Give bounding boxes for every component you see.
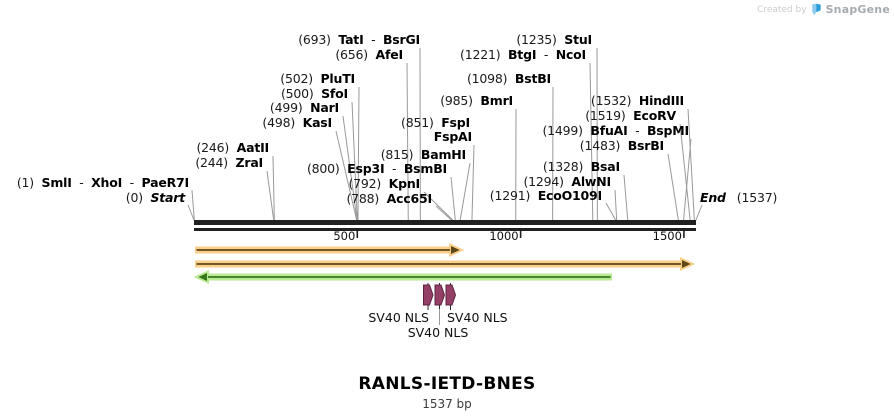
sv40-nls-feature xyxy=(445,284,457,306)
ruler-tick-label: 1000 xyxy=(489,229,519,243)
leader-line xyxy=(683,138,692,221)
start-label: (0) Start xyxy=(125,190,185,205)
leader-line xyxy=(435,205,452,221)
map-length: 1537 bp xyxy=(422,397,472,411)
primer-arrow-forward-1-head xyxy=(449,242,465,258)
leader-line xyxy=(605,202,617,221)
enzyme-label-kasi: (498) KasI xyxy=(262,115,332,130)
leader-line xyxy=(266,170,275,221)
enzyme-label-fspai: FspAI xyxy=(433,129,472,144)
enzyme-label-nari: (499) NarI xyxy=(269,100,339,115)
enzyme-label-bmri: (985) BmrI xyxy=(440,93,513,108)
enzyme-label-bstbi: (1098) BstBI xyxy=(466,71,551,86)
enzyme-label-smli: (1) SmlI - XhoI - PaeR7I xyxy=(16,175,189,190)
leader-line xyxy=(357,86,360,221)
enzyme-label-esp3i: (800) Esp3I - BsmBI xyxy=(306,161,447,176)
enzyme-label-bfuai: (1499) BfuAI - BspMI xyxy=(542,123,689,138)
enzyme-label-hindiii: (1532) HindIII xyxy=(590,93,684,108)
sv40-nls-label: SV40 NLS xyxy=(447,310,508,325)
leader-line xyxy=(187,204,195,221)
leader-line xyxy=(351,101,358,221)
leader-line xyxy=(667,153,679,221)
leader-line xyxy=(695,204,703,221)
enzyme-label-afei: (656) AfeI xyxy=(335,47,403,62)
ruler-line-bottom xyxy=(194,228,696,231)
leader-line xyxy=(342,115,358,221)
snapgene-logo-icon xyxy=(811,3,821,16)
leader-line xyxy=(614,189,618,221)
ruler-tick-label: 1500 xyxy=(652,229,682,243)
leader-line xyxy=(335,130,358,221)
sv40-nls-label: SV40 NLS xyxy=(407,325,469,340)
primer-arrow-reverse-1-head xyxy=(193,269,209,285)
enzyme-label-ecoo109i: (1291) EcoO109I xyxy=(489,188,602,203)
watermark-brand: SnapGene xyxy=(825,3,890,16)
enzyme-label-btgi: (1221) BtgI - NcoI xyxy=(460,47,586,62)
end-label: End(1537) xyxy=(700,190,778,205)
watermark: Created by SnapGene xyxy=(757,3,890,16)
leader-line xyxy=(191,189,195,221)
leader-line xyxy=(623,174,629,221)
sv40-nls-feature xyxy=(434,284,446,306)
sv40-nls-label: SV40 NLS xyxy=(368,310,429,325)
watermark-created-by: Created by xyxy=(757,4,807,15)
enzyme-label-bamhi: (815) BamHI xyxy=(380,147,466,162)
enzyme-label-kpni: (792) KpnI xyxy=(348,176,420,191)
enzyme-label-zrai: (244) ZraI xyxy=(195,155,263,170)
leader-line xyxy=(450,176,456,221)
enzyme-label-alwni: (1294) AlwNI xyxy=(523,174,611,189)
enzyme-label-sfoi: (500) SfoI xyxy=(280,86,348,101)
leader-line xyxy=(471,144,475,221)
enzyme-label-pluti: (502) PluTI xyxy=(280,71,355,86)
ruler-tick-label: 500 xyxy=(333,229,356,243)
leader-line xyxy=(589,62,594,221)
ruler-line-top xyxy=(194,220,696,225)
primer-arrow-forward-2-head xyxy=(680,256,696,272)
enzyme-label-acc65i: (788) Acc65I xyxy=(346,191,432,206)
sv40-nls-feature xyxy=(423,284,434,306)
enzyme-label-bsai: (1328) BsaI xyxy=(542,159,620,174)
leader-line xyxy=(679,123,691,221)
leader-line xyxy=(406,62,409,221)
leader-line xyxy=(423,191,454,221)
enzyme-label-stui: (1235) StuI xyxy=(516,32,592,47)
enzyme-label-fspi: (851) FspI xyxy=(401,115,470,130)
title-block: RANLS-IETD-BNES 1537 bp xyxy=(0,374,894,411)
leader-line xyxy=(272,155,275,221)
map-title: RANLS-IETD-BNES xyxy=(358,374,536,394)
leader-line xyxy=(459,162,471,221)
leader-line xyxy=(687,108,695,221)
enzyme-label-ecorv: (1519) EcoRV xyxy=(585,108,676,123)
enzyme-label-tati: (693) TatI - BsrGI xyxy=(298,32,420,47)
enzyme-label-aatii: (246) AatII xyxy=(196,140,269,155)
enzyme-label-bsrbi: (1483) BsrBI xyxy=(579,138,664,153)
